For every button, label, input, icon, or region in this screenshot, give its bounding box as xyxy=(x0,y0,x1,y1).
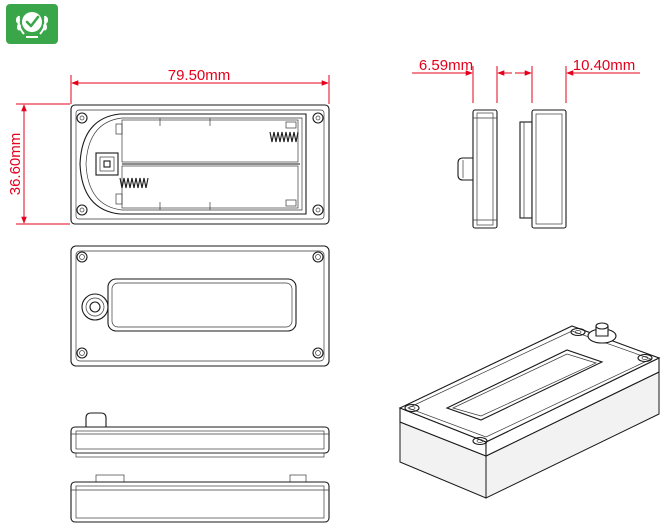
checkmark-laurel-icon xyxy=(16,12,48,38)
width-dimension: 79.50mm xyxy=(70,67,330,104)
height-label: 36.60mm xyxy=(7,133,24,196)
side-view-lid xyxy=(457,109,498,229)
brand-logo xyxy=(6,4,58,44)
top-view-closed xyxy=(70,245,330,367)
width-label: 79.50mm xyxy=(168,67,231,84)
top-view-open xyxy=(70,104,330,225)
height-dimension: 36.60mm xyxy=(7,103,70,225)
lid-thickness-dimension: 6.59mm xyxy=(412,57,512,103)
front-view-base xyxy=(70,474,330,523)
base-thickness-label: 10.40mm xyxy=(573,57,636,74)
front-view-lid xyxy=(70,412,330,458)
lid-thickness-label: 6.59mm xyxy=(419,57,473,74)
isometric-view xyxy=(398,322,661,499)
base-thickness-dimension: 10.40mm xyxy=(515,57,640,103)
side-view-base xyxy=(519,109,567,229)
